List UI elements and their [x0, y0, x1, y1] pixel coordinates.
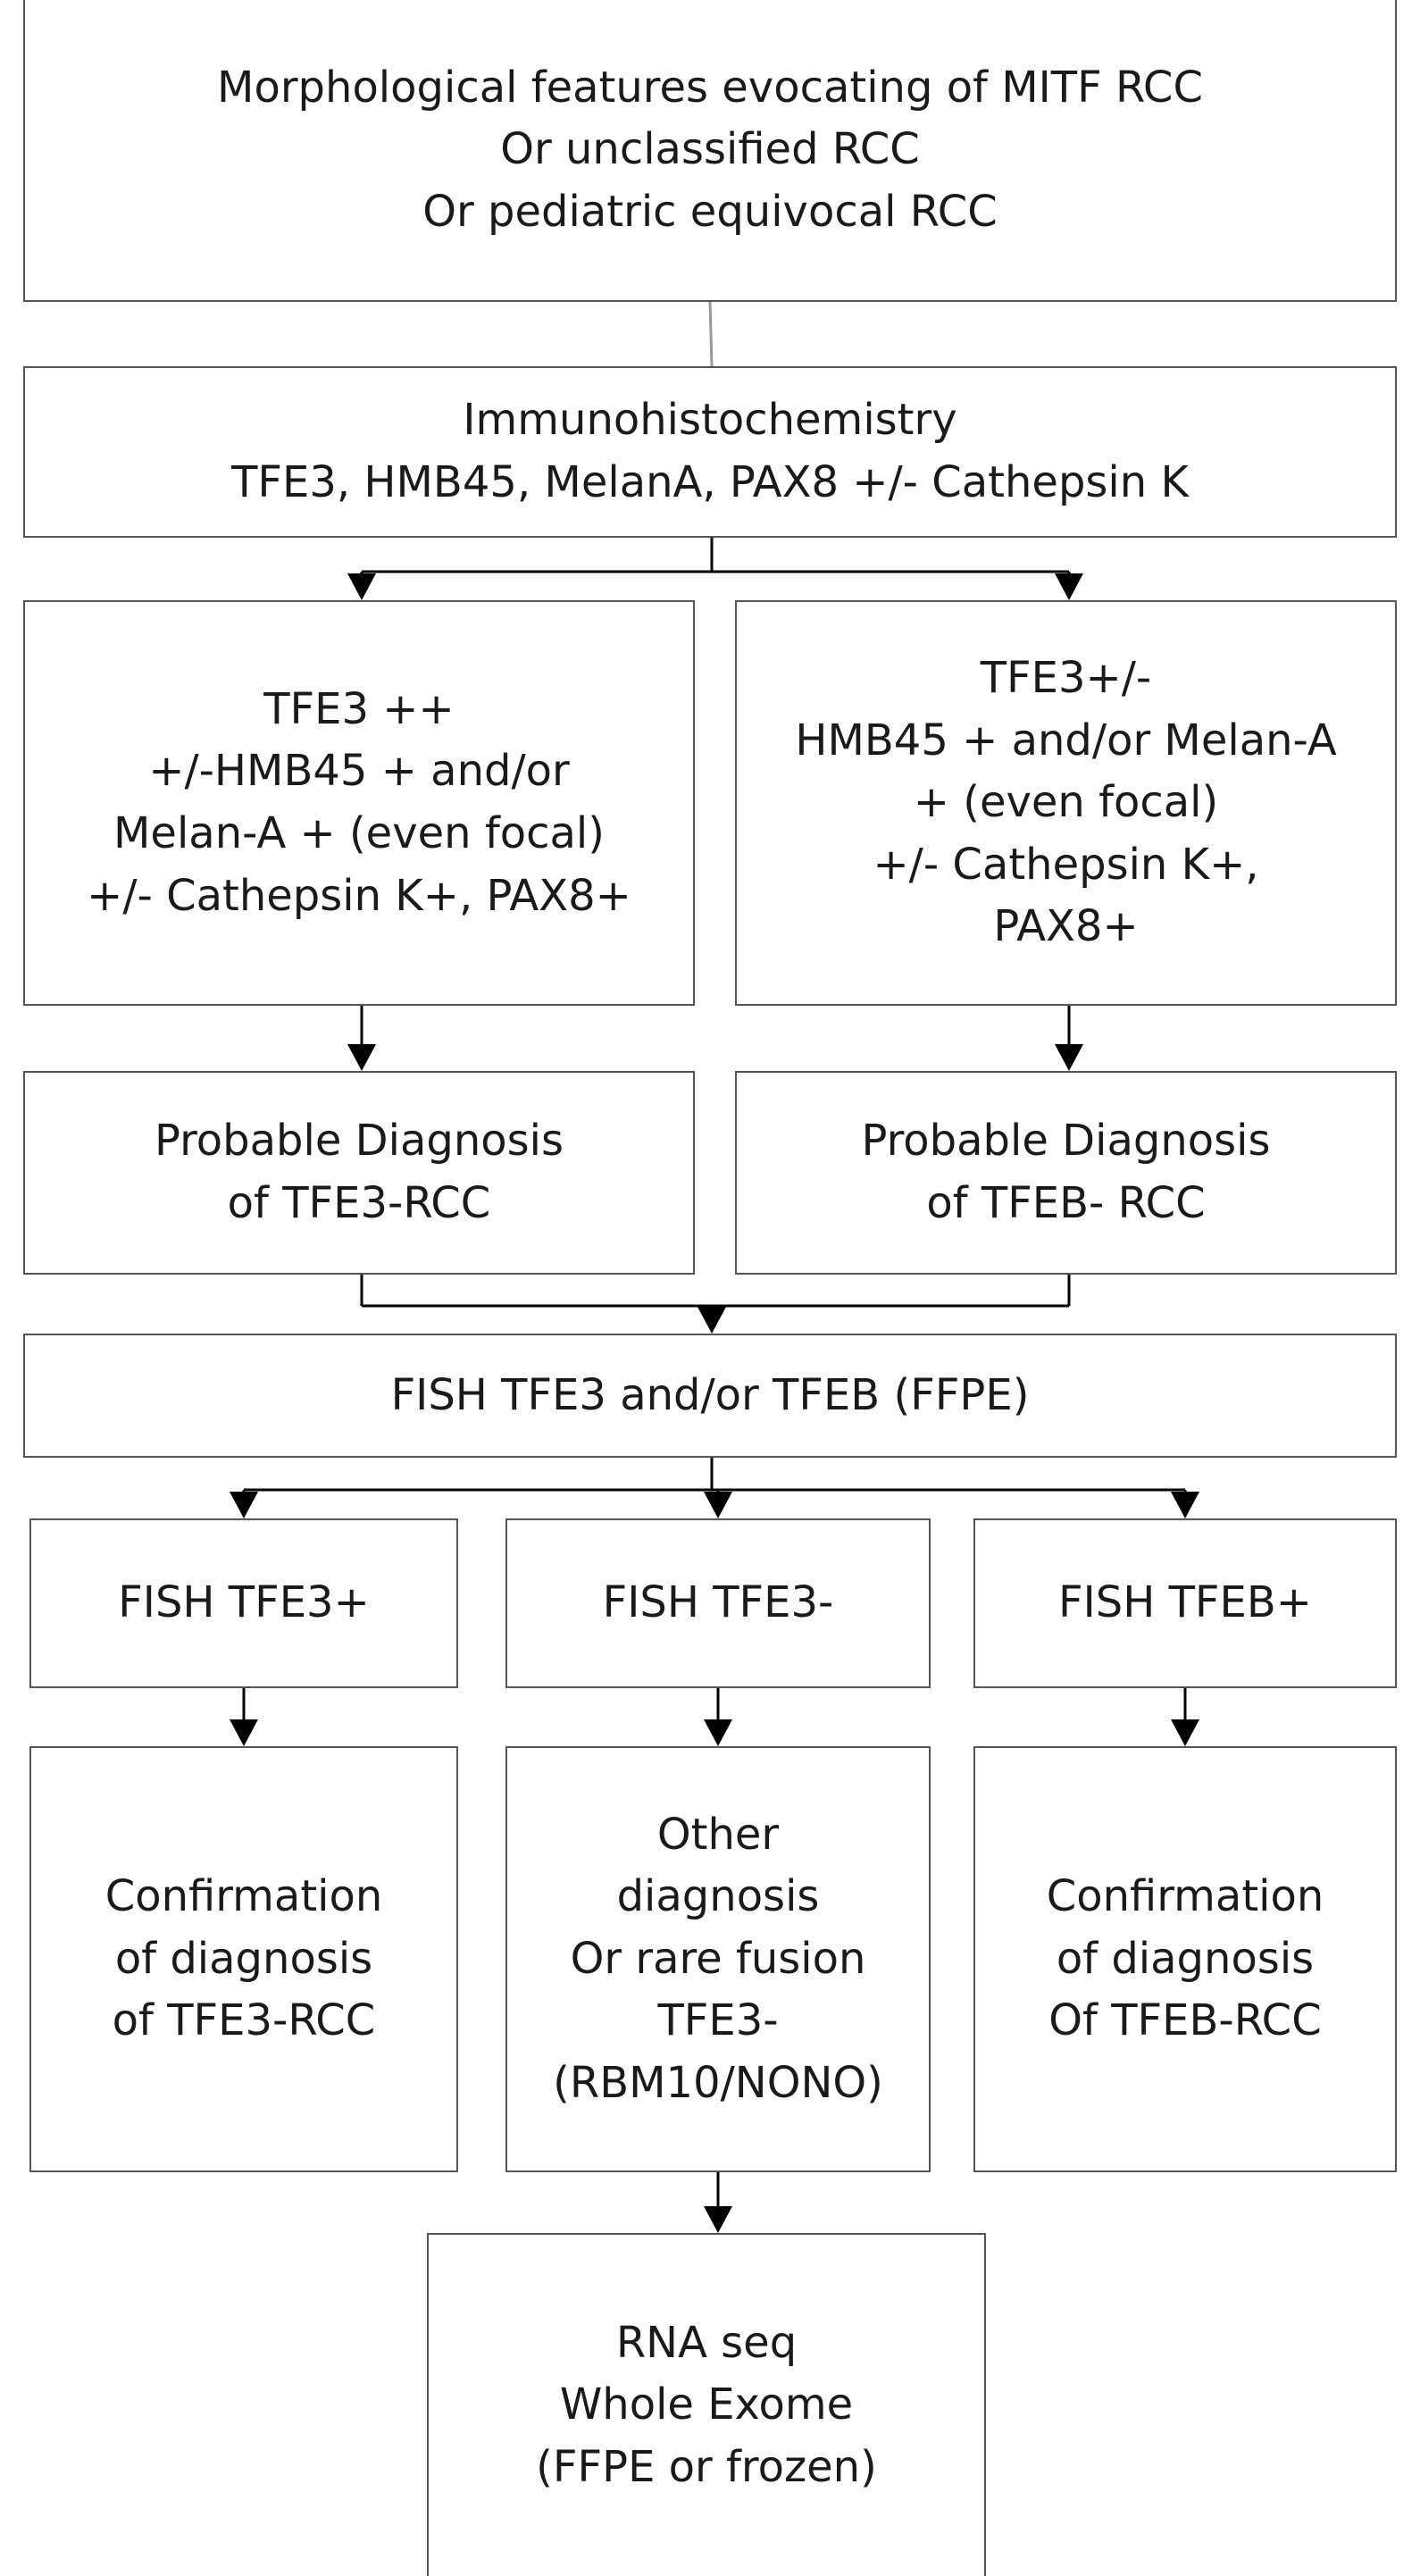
box-text-line: diagnosis [616, 1871, 820, 1922]
box-text: FISH TFE3+ [118, 1572, 370, 1635]
box-text-line: PAX8+ [993, 901, 1139, 952]
box-text-line: +/- Cathepsin K+, PAX8+ [87, 870, 631, 921]
arrow-to-fish-head [697, 1307, 726, 1334]
box-text: Morphological features evocating of MITF… [217, 57, 1203, 244]
box-text: TFE3+/- HMB45 + and/or Melan-A + (even foc… [795, 648, 1336, 958]
box-fish-tfeb-positive: FISH TFEB+ [973, 1518, 1397, 1688]
box-text-line: Confirmation [104, 1871, 383, 1922]
box-confirmation-tfeb-rcc: Confirmation of diagnosis Of TFEB-RCC [973, 1746, 1397, 2172]
box-text-line: Other [656, 1809, 780, 1860]
box-text: Confirmation of diagnosis of TFE3-RCC [105, 1866, 383, 2053]
box-text-line: Whole Exome [559, 2379, 854, 2430]
arrow-to-other-diagnosis-head [704, 1719, 732, 1746]
box-text-line: RNA seq [615, 2317, 798, 2368]
box-text-line: of diagnosis [1056, 1933, 1315, 1984]
box-probable-tfe3-rcc: Probable Diagnosis of TFE3-RCC [23, 1071, 695, 1275]
box-text-line: +/- Cathepsin K+, [873, 839, 1259, 890]
box-text-line: of TFE3-RCC [227, 1178, 491, 1228]
box-ihc-tfeb-profile: TFE3+/- HMB45 + and/or Melan-A + (even foc… [735, 600, 1397, 1006]
box-text-line: Melan-A + (even focal) [113, 808, 605, 858]
box-text-line: Probable Diagnosis [155, 1116, 564, 1167]
box-text-line: (FFPE or frozen) [536, 2441, 877, 2492]
box-text-line: TFE3 ++ [263, 683, 455, 734]
arrow-to-probable-tfe3-head [347, 1044, 376, 1071]
box-text-line: TFE3, HMB45, MelanA, PAX8 +/- Cathepsin … [231, 457, 1189, 507]
box-text-line: FISH TFE3+ [118, 1577, 370, 1628]
box-text-line: HMB45 + and/or Melan-A [795, 715, 1337, 765]
box-text: FISH TFE3 and/or TFEB (FFPE) [391, 1365, 1030, 1427]
box-text-line: FISH TFE3- [602, 1577, 834, 1628]
box-text-line: FISH TFEB+ [1058, 1577, 1312, 1628]
box-text-line: +/-HMB45 + and/or [148, 746, 570, 797]
connector-start-to-ihc [708, 301, 714, 367]
box-text-line: of diagnosis [114, 1933, 373, 1984]
box-text-line: Immunohistochemistry [463, 395, 957, 446]
box-text-line: Probable Diagnosis [861, 1116, 1271, 1167]
box-text: Probable Diagnosis of TFE3-RCC [155, 1110, 564, 1234]
box-text-line: (RBM10/NONO) [553, 2057, 883, 2108]
box-text-line: Of TFEB-RCC [1048, 1995, 1322, 2046]
arrow-to-confirmation-tfeb-head [1171, 1719, 1199, 1746]
box-confirmation-tfe3-rcc: Confirmation of diagnosis of TFE3-RCC [29, 1746, 458, 2172]
arrow-to-fish-tfe3-negative-head [704, 1492, 732, 1518]
box-text-line: Or unclassified RCC [500, 124, 920, 175]
box-text: Confirmation of diagnosis Of TFEB-RCC [1047, 1866, 1324, 2053]
box-start: Morphological features evocating of MITF… [23, 0, 1397, 302]
box-text-line: Or pediatric equivocal RCC [422, 186, 998, 237]
box-text-line: TFE3- [657, 1995, 779, 2046]
box-text-line: + (even focal) [913, 777, 1219, 828]
arrow-to-ihc-tfeb-profile-head [1055, 573, 1083, 600]
box-text: FISH TFEB+ [1058, 1572, 1312, 1635]
box-text-line: Morphological features evocating of MITF… [217, 62, 1203, 113]
box-fish: FISH TFE3 and/or TFEB (FFPE) [23, 1334, 1397, 1458]
arrow-to-fish-tfe3-positive-head [230, 1492, 258, 1518]
box-text: FISH TFE3- [603, 1572, 834, 1635]
box-probable-tfeb-rcc: Probable Diagnosis of TFEB- RCC [735, 1071, 1397, 1275]
box-text-line: of TFEB- RCC [926, 1178, 1206, 1228]
arrow-to-probable-tfeb-head [1055, 1044, 1083, 1071]
arrow-to-confirmation-tfe3-head [230, 1719, 258, 1746]
box-fish-tfe3-positive: FISH TFE3+ [29, 1518, 458, 1688]
box-text-line: Confirmation [1046, 1871, 1324, 1922]
box-text-line: TFE3+/- [980, 653, 1152, 704]
box-text: Probable Diagnosis of TFEB- RCC [862, 1110, 1271, 1234]
box-text-line: FISH TFE3 and/or TFEB (FFPE) [390, 1369, 1030, 1420]
box-text-line: of TFE3-RCC [112, 1995, 376, 2046]
box-fish-tfe3-negative: FISH TFE3- [505, 1518, 931, 1688]
arrow-to-fish-tfeb-positive-head [1171, 1492, 1199, 1518]
arrow-to-ihc-tfe3-profile-head [347, 573, 376, 600]
arrow-to-rna-seq-head [704, 2206, 732, 2233]
box-text-line: Or rare fusion [570, 1933, 866, 1984]
